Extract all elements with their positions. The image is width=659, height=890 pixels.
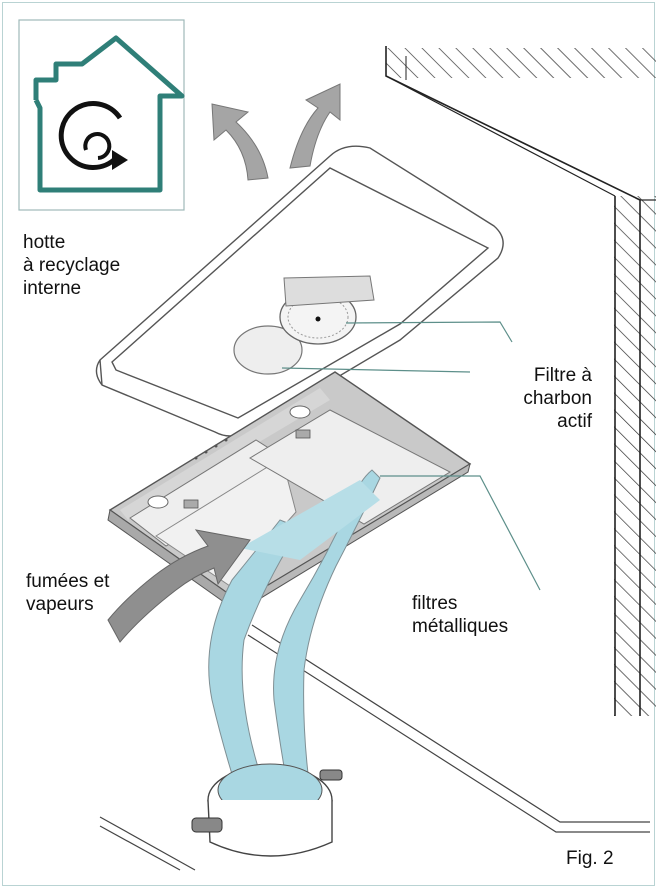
figure-number: Fig. 2 bbox=[566, 848, 614, 869]
label-metal-filters: filtres métalliques bbox=[412, 592, 508, 638]
label-carbon-filter: Filtre à charbon actif bbox=[470, 364, 592, 433]
label-hood-type-line: à recyclage bbox=[23, 255, 121, 276]
label-hood-type: hotte à recyclage interne bbox=[23, 231, 120, 300]
countertop bbox=[99, 624, 650, 871]
label-hood-type-line: hotte bbox=[23, 232, 66, 253]
carbon-filter bbox=[233, 275, 375, 375]
fumes bbox=[208, 469, 381, 833]
label-fumes: fumées et vapeurs bbox=[26, 570, 109, 616]
label-carbon-line: Filtre à bbox=[533, 365, 592, 386]
leader-lines bbox=[281, 321, 541, 591]
label-metal-line: filtres bbox=[412, 593, 458, 614]
label-hood-type-line: interne bbox=[23, 278, 82, 299]
incoming-arrow bbox=[107, 529, 251, 643]
hood-body bbox=[107, 371, 472, 614]
label-metal-line: métalliques bbox=[412, 616, 509, 637]
house-recycle-icon bbox=[18, 19, 185, 211]
pot bbox=[191, 763, 343, 857]
label-fumes-line: vapeurs bbox=[26, 594, 94, 615]
wall bbox=[385, 46, 656, 716]
label-carbon-line: charbon bbox=[523, 388, 592, 409]
label-fumes-line: fumées et bbox=[26, 571, 110, 592]
label-carbon-line: actif bbox=[557, 411, 592, 432]
exhaust-arrows bbox=[211, 83, 341, 181]
